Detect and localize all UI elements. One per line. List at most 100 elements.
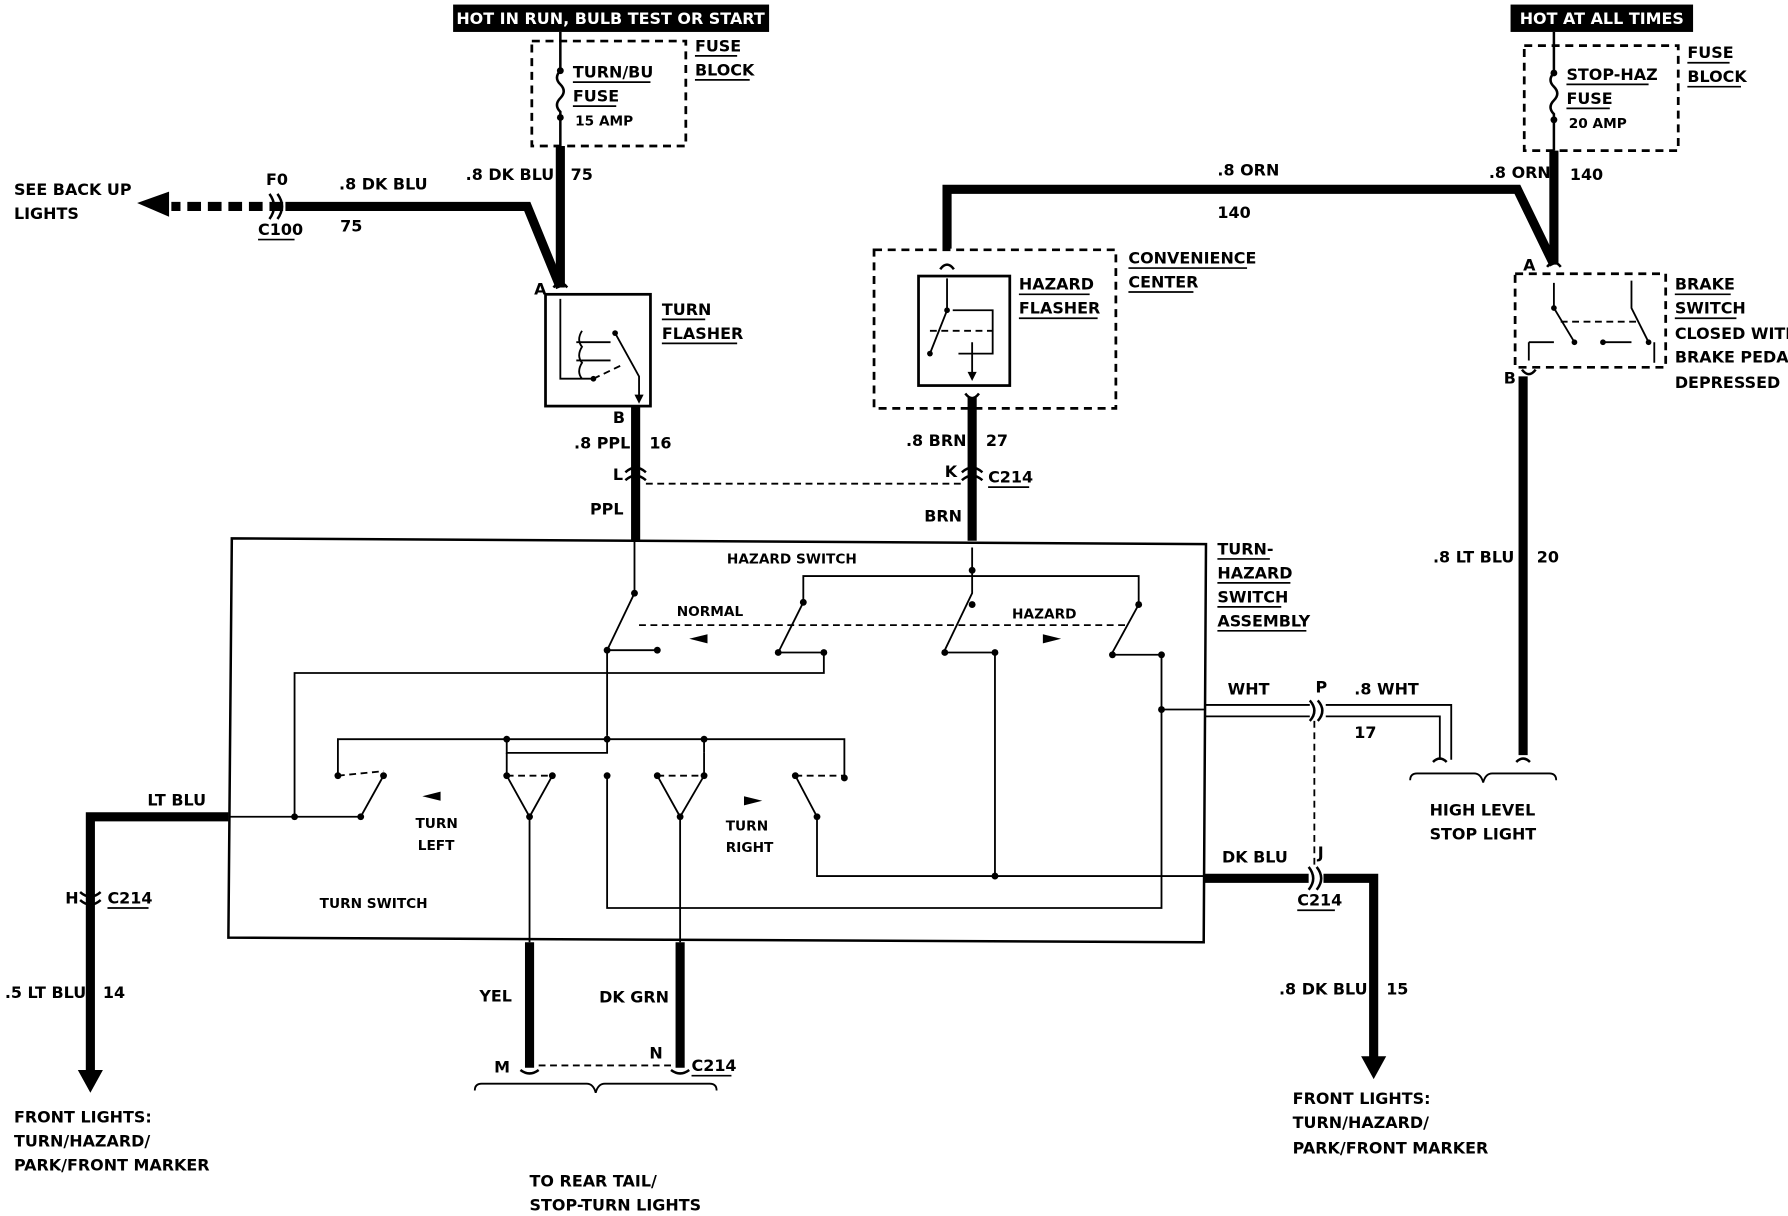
- connectors-c214-n-label: C214: [692, 1056, 737, 1075]
- wire-segment: [939, 263, 955, 271]
- components-hazard-label: HAZARD: [1012, 606, 1076, 622]
- fuse-name-line1: STOP-HAZ: [1566, 65, 1657, 84]
- box-outline: [544, 292, 652, 408]
- junction-dot: [968, 601, 976, 608]
- connectors-p-label: P: [1315, 677, 1327, 696]
- connectors-b-left-label: B: [613, 408, 625, 427]
- junction-dot: [603, 646, 611, 654]
- turn-bu-fuse-block: TURN/BU FUSE 15 AMP FUSE BLOCK: [530, 31, 755, 148]
- junction-dot: [676, 813, 684, 821]
- wire-segment: [1316, 699, 1324, 722]
- components-assembly-line1-label: TURN-: [1217, 539, 1273, 558]
- components-turn-right-line1-label: TURN: [726, 818, 768, 834]
- wire-segment: [293, 652, 825, 817]
- wire-segment: [1520, 368, 1537, 376]
- arrow-right-icon: [1042, 634, 1062, 644]
- components-assembly-line4-label: ASSEMBLY: [1217, 611, 1310, 630]
- connectors-b-right-label: B: [1504, 368, 1516, 387]
- wire-segment: [656, 752, 705, 943]
- junction-dot: [603, 735, 611, 743]
- connectors-a-right-label: A: [1523, 255, 1536, 274]
- wires-lt-blu-20-label: .8 LT BLU: [1433, 547, 1514, 566]
- destinations-front-left-line2-label: TURN/HAZARD/: [14, 1131, 150, 1150]
- junction-dot: [944, 307, 950, 314]
- wire-segment: [614, 332, 640, 400]
- wire-segment: [624, 466, 647, 474]
- wire-segment: [624, 474, 647, 482]
- fuse-name-line2: FUSE: [573, 87, 619, 106]
- components-assembly-line2-label: HAZARD: [1217, 563, 1292, 582]
- junction-dot: [548, 772, 556, 780]
- wires-brn-label: BRN: [924, 506, 962, 525]
- wire-lt-blu-14: [85, 812, 229, 1073]
- junction-dot: [503, 735, 511, 743]
- destinations-front-left-line1-label: FRONT LIGHTS:: [14, 1107, 152, 1126]
- box-outline: [453, 4, 770, 32]
- stop-haz-fuse-block: STOP-HAZ FUSE 20 AMP FUSE BLOCK: [1522, 31, 1747, 152]
- connectors-j-label: J: [1317, 843, 1324, 862]
- wires-num-17-label: 17: [1354, 723, 1376, 742]
- wires-dk-blu-75-top-label: .8 DK BLU: [466, 165, 555, 184]
- connectors-c100-label: C100: [258, 220, 303, 239]
- junction-dot: [1551, 305, 1557, 311]
- brake-switch: BRAKE SWITCH CLOSED WITH BRAKE PEDAL DEP…: [1513, 261, 1788, 392]
- fuse-name-line1: TURN/BU: [573, 63, 653, 82]
- wires-wht-label: WHT: [1228, 680, 1270, 699]
- destinations-back-up-line1-label: SEE BACK UP: [14, 180, 132, 199]
- junction-dot: [840, 774, 848, 782]
- wire-segment: [228, 775, 385, 818]
- junction-dot: [291, 813, 298, 821]
- wire-segment: [606, 709, 1163, 909]
- arrow-left-icon: [422, 791, 441, 801]
- connectors-n-label: N: [649, 1044, 662, 1063]
- components-hazard-switch-label: HAZARD SWITCH: [727, 552, 857, 568]
- destinations-front-right-line3-label: PARK/FRONT MARKER: [1293, 1138, 1489, 1157]
- wires-ppl-label: PPL: [590, 499, 624, 518]
- fuse-block-label-line1: FUSE: [1687, 43, 1733, 62]
- wire-segment: [336, 738, 846, 778]
- junction-dot: [968, 566, 976, 574]
- arrowhead-icon: [634, 394, 644, 404]
- junction-dot: [556, 67, 564, 75]
- wire-segment: [79, 891, 102, 898]
- wire-segment: [606, 540, 636, 736]
- junction-dot: [991, 649, 999, 656]
- components-turn-left-line1-label: TURN: [415, 816, 457, 832]
- junction-dot: [1158, 706, 1165, 713]
- wire-segment: [79, 899, 102, 906]
- junction-dot: [653, 646, 661, 654]
- junction-dot: [791, 772, 799, 780]
- wire-segment: [1432, 757, 1448, 763]
- wires-ppl-16-label: .8 PPL: [574, 433, 630, 452]
- wire-segment: [276, 193, 284, 220]
- arrow-left-icon: [137, 191, 170, 217]
- right-supply-header: HOT AT ALL TIMES: [1510, 4, 1694, 32]
- wires-dk-blu-15-label: .8 DK BLU: [1279, 980, 1368, 999]
- wire-segment: [505, 752, 554, 943]
- wires-orn-140-b-label: .8 ORN: [1489, 163, 1551, 182]
- junction-dot: [334, 772, 342, 780]
- wire-segment: [943, 547, 974, 651]
- junction-dot: [1571, 339, 1578, 346]
- box-outline: [530, 39, 688, 148]
- fuse-block-label-line2: BLOCK: [1687, 67, 1747, 86]
- wires-num-27-label: 27: [986, 431, 1008, 450]
- turn-hazard-switch-assembly: HAZARD SWITCH NORMAL HAZARD TURN LEFT TU…: [227, 537, 1311, 944]
- wire-segment: [777, 601, 805, 653]
- components-turn-switch-label: TURN SWITCH: [320, 896, 428, 912]
- arrow-down-icon: [77, 1069, 103, 1093]
- components-assembly-line3-label: SWITCH: [1217, 587, 1288, 606]
- wires-num-140-a-label: 140: [1217, 203, 1250, 222]
- wire-segment: [802, 575, 1140, 653]
- wires-lt-blu-14-label: .5 LT BLU: [5, 983, 86, 1002]
- supply-left-header-label: HOT IN RUN, BULB TEST OR START: [456, 9, 765, 28]
- wire-segment: [961, 474, 984, 482]
- convenience-center: HAZARD FLASHER CONVENIENCE CENTER: [872, 248, 1256, 410]
- wires-dk-blu-75-left-label: .8 DK BLU: [339, 174, 428, 193]
- junction-dot: [1600, 339, 1606, 346]
- junction-dot: [1109, 651, 1116, 659]
- connectors-k-label: K: [945, 462, 958, 481]
- wires-wht-17-label: .8 WHT: [1354, 680, 1419, 699]
- connectors-a-left-label: A: [534, 279, 547, 298]
- destinations-rear-line2-label: STOP-TURN LIGHTS: [530, 1195, 702, 1214]
